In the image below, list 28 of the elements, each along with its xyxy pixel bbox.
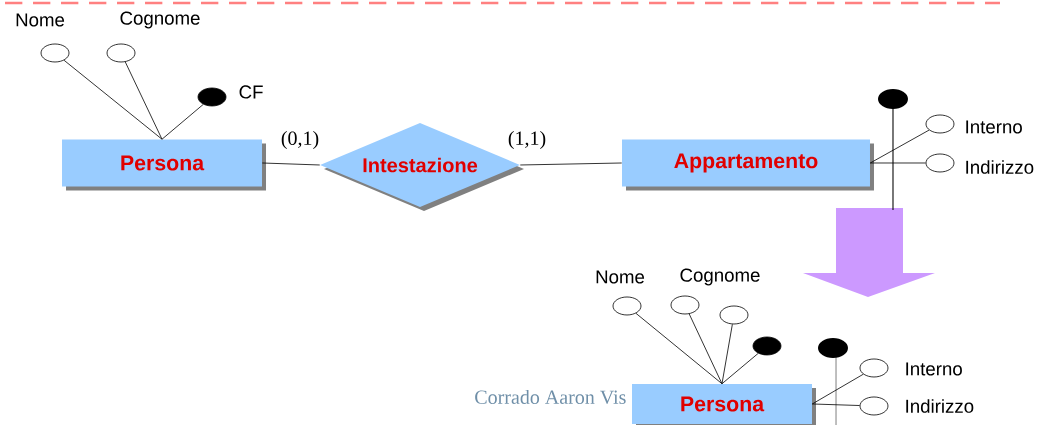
attribute-label: Nome: [596, 270, 645, 284]
connector-line: [811, 403, 860, 406]
attribute-circle: [752, 336, 782, 356]
entity-box: Appartamento: [622, 139, 874, 191]
attribute-label: Cognome: [680, 268, 760, 286]
attribute-label: Nome: [16, 13, 65, 27]
attribute-label: Interno: [966, 120, 1022, 134]
connector-line: [161, 104, 204, 140]
entity-box: Persona: [632, 384, 816, 425]
connector-line: [688, 313, 723, 385]
attribute-label: Indirizzo: [966, 160, 1034, 174]
connector-line: [721, 353, 759, 385]
attribute-circle: [719, 305, 749, 325]
connector-line: [124, 61, 163, 140]
attribute-label: Cognome: [120, 11, 200, 29]
attribute-label: Indirizzo: [906, 399, 974, 413]
connector-line: [721, 323, 733, 385]
connector-line: [811, 373, 864, 405]
connector-line: [869, 129, 930, 164]
connector-line: [869, 162, 926, 164]
attribute-label: Interno: [906, 362, 962, 376]
connector-line: [63, 59, 163, 140]
connector-line: [635, 312, 723, 385]
cardinality-label: (0,1): [279, 129, 321, 151]
entity-box: Persona: [62, 139, 266, 191]
connector-line: [261, 162, 321, 166]
attribute-label: CF: [239, 85, 263, 99]
connector-line: [519, 162, 623, 166]
